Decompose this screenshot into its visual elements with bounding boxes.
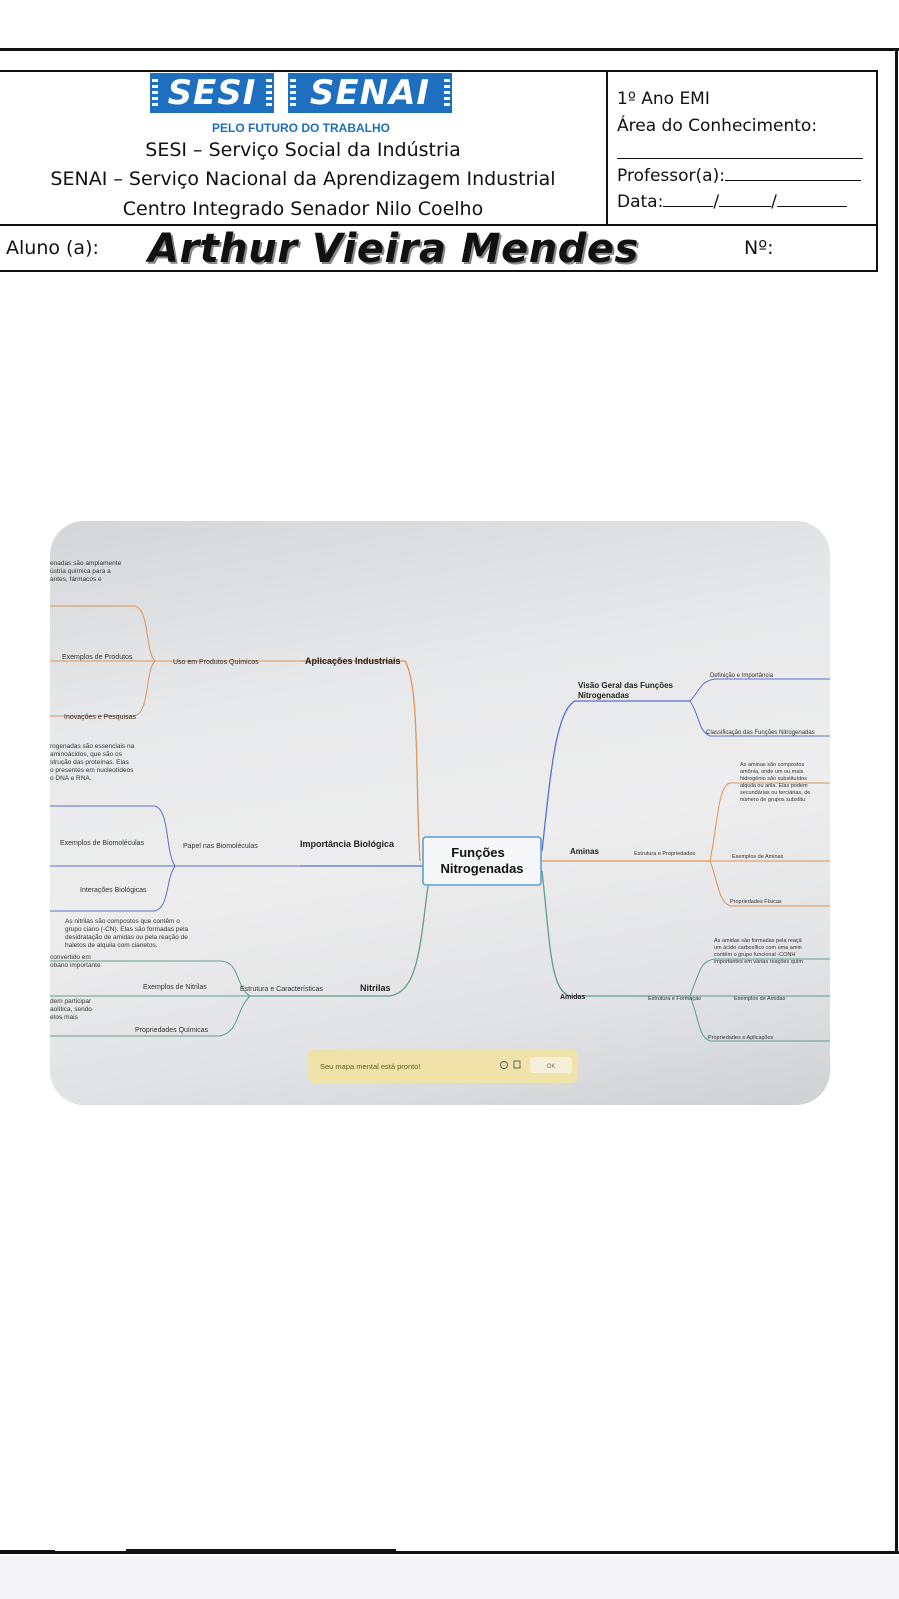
date-label: Data: xyxy=(617,192,664,212)
nitrilas-text-2: grupo ciano (-CN). Elas são formadas pel… xyxy=(65,926,189,933)
area-label: Área do Conhecimento: xyxy=(617,116,818,136)
importancia-text-3: strução das proteínas. Elas xyxy=(50,759,130,766)
importancia-text-1: rogenadas são essenciais na xyxy=(50,743,135,750)
branch-nitrilas-sub: Estrutura e Características xyxy=(240,986,323,993)
amidas-text-4: importantes em várias reações quím xyxy=(714,959,803,965)
branch-visao-geral-title2: Nitrogenadas xyxy=(578,691,630,700)
importancia-text-2: aminoácidos, que são os xyxy=(50,751,123,758)
aminas-text-5: secundárias ou terciárias, de xyxy=(740,790,810,796)
aminas-text-1: As aminas são compostos xyxy=(740,762,804,768)
leaf-interacoes-biologicas: Interações Biológicas xyxy=(80,887,147,894)
mindmap-canvas: Funções Nitrogenadas Aplicações Industri… xyxy=(50,560,830,1083)
bottom-margin xyxy=(0,1556,899,1599)
professor-label: Professor(a): xyxy=(617,166,725,186)
nitrilas-text-3: desidratação de amidas ou pela reação de xyxy=(65,934,188,941)
toast-message: Seu mapa mental está pronto! xyxy=(320,1062,420,1071)
logo-senai: SENAI xyxy=(288,73,452,113)
leaf-classificacao: Classificação das Funções Nitrogenadas xyxy=(706,730,815,736)
importancia-text-5: o DNA e RNA. xyxy=(50,775,92,782)
central-node-line1: Funções xyxy=(451,845,504,860)
branch-aminas-title: Aminas xyxy=(570,847,599,856)
branch-visao-geral-title: Visão Geral das Funções xyxy=(578,681,674,690)
leaf-exemplos-produtos: Exemplos de Produtos xyxy=(62,654,133,661)
area-field[interactable] xyxy=(617,144,863,164)
student-name: Arthur Vieira Mendes xyxy=(148,226,639,272)
page-border-top xyxy=(0,48,899,51)
numero-label: Nº: xyxy=(744,237,774,259)
leaf-inovacoes: Inovações e Pesquisas xyxy=(64,714,136,721)
header-box xyxy=(0,70,878,272)
footer-line-mid xyxy=(126,1549,396,1553)
nitrilas-extra-1: convertido em xyxy=(50,954,91,961)
leaf-exemplos-biomoleculas: Exemplos de Biomoléculas xyxy=(60,840,145,847)
ano-label: 1º Ano EMI xyxy=(617,89,710,109)
nitrilas-extra-3: dem participar xyxy=(50,998,92,1005)
toast-bar xyxy=(308,1049,578,1083)
leaf-propriedades-fisicas: Propriedades Físicas xyxy=(730,899,782,905)
leaf-propriedades-aplicacoes: Propriedades e Aplicações xyxy=(708,1035,773,1041)
branch-aplicacoes-sub: Uso em Produtos Químicos xyxy=(173,659,259,666)
aminas-text-4: alquila ou arila. Elas podem xyxy=(740,783,808,789)
page-border-bottom xyxy=(0,1551,899,1554)
branch-amidas-sub: Estrutura e Formação xyxy=(648,996,701,1002)
branch-aminas-sub: Estrutura e Propriedades xyxy=(634,851,695,857)
logo-tagline: PELO FUTURO DO TRABALHO xyxy=(212,121,390,135)
branch-aplicacoes-title: Aplicações Industriais xyxy=(305,656,401,666)
leaf-definicao: Definição e Importância xyxy=(710,673,774,679)
branch-importancia-sub: Papel nas Biomoléculas xyxy=(183,843,258,850)
professor-field[interactable]: Professor(a): xyxy=(617,166,861,186)
aminas-text-3: hidrogênio são substituídos xyxy=(740,776,807,782)
nitrilas-text-4: haletos de alquila com cianetos. xyxy=(65,942,158,949)
importancia-text-4: o presentes em nucleotídeos xyxy=(50,767,134,774)
aminas-text-2: amônia, onde um ou mais xyxy=(740,769,804,775)
sesi-title: SESI – Serviço Social da Indústria xyxy=(145,139,461,161)
leaf-exemplos-nitrilas: Exemplos de Nitrilas xyxy=(143,984,207,991)
page-border-right xyxy=(895,48,898,1554)
nitrilas-text-1: As nitrilas são compostos que contêm o xyxy=(65,918,180,925)
senai-title: SENAI – Serviço Nacional da Aprendizagem… xyxy=(50,168,556,190)
branch-importancia-title: Importância Biológica xyxy=(300,839,395,849)
aminas-text-6: número de grupos substitu xyxy=(740,797,805,803)
leaf-exemplos-aminas: Exemplos de Aminas xyxy=(732,854,784,860)
nitrilas-extra-2: obano importante xyxy=(50,962,101,969)
branch-amidas-title: Amidas xyxy=(560,994,585,1001)
aplicacoes-text-3: antes, fármacos e xyxy=(50,576,102,583)
aluno-label: Aluno (a): xyxy=(6,237,99,259)
nitrilas-extra-4: aolítica, sendo xyxy=(50,1006,92,1013)
central-node xyxy=(422,836,542,886)
header-divider-horizontal xyxy=(0,224,878,226)
leaf-exemplos-amidas: Exemplos de Amidas xyxy=(734,996,786,1002)
aplicacoes-text-1: enadas são amplamente xyxy=(50,560,122,567)
footer-line-left xyxy=(0,1550,55,1553)
amidas-text-3: contêm o grupo funcional -CONH xyxy=(714,952,795,958)
mindmap-photo: Funções Nitrogenadas Aplicações Industri… xyxy=(50,521,830,1105)
toast-ok-button[interactable]: OK xyxy=(547,1064,556,1070)
amidas-text-2: um ácido carboxílico com uma amin xyxy=(714,945,802,951)
sesi-senai-logo: SESI SENAI xyxy=(150,73,452,117)
leaf-propriedades-quimicas: Propriedades Químicas xyxy=(135,1027,209,1034)
amidas-text-1: As amidas são formadas pela reaçã xyxy=(714,938,803,944)
branch-nitrilas-title: Nitrilas xyxy=(360,983,391,993)
date-field[interactable]: Data:// xyxy=(617,192,847,212)
centro-title: Centro Integrado Senador Nilo Coelho xyxy=(122,198,484,220)
logo-sesi: SESI xyxy=(150,73,274,113)
nitrilas-extra-5: etos mais xyxy=(50,1014,79,1021)
header-divider-vertical xyxy=(606,70,608,226)
aplicacoes-text-2: ústria química para a xyxy=(50,568,111,575)
central-node-line2: Nitrogenadas xyxy=(440,861,523,876)
